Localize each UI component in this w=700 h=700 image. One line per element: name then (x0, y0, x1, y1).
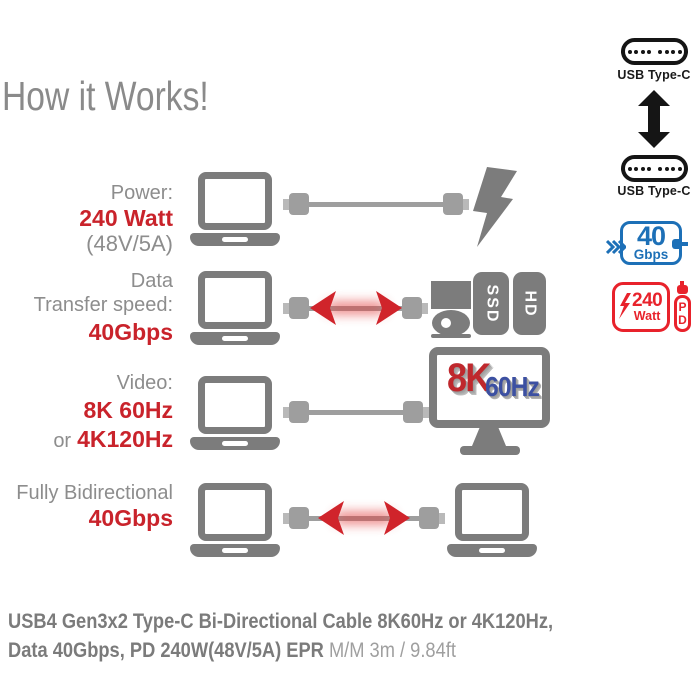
connector-pins-right (658, 49, 688, 54)
video-label: Video: (116, 372, 173, 394)
monitor-icon: 8K 60Hz (429, 347, 550, 428)
speed-chevrons-icon (606, 239, 626, 255)
power-sub: (48V/5A) (86, 231, 173, 256)
laptop-icon (190, 172, 280, 246)
badge-40-value: 40 (636, 221, 666, 251)
laptop-icon (190, 483, 280, 557)
bidirectional-label: Fully Bidirectional (16, 482, 173, 504)
power-value: 240 Watt (79, 205, 173, 231)
page-title: How it Works! (2, 73, 209, 119)
monitor-stand-neck (472, 428, 506, 446)
description-line2-light: M/M 3m / 9.84ft (328, 637, 456, 662)
product-description: USB4 Gen3x2 Type-C Bi-Directional Cable … (8, 609, 554, 668)
usb-type-c-connector-icon (621, 155, 688, 182)
red-glow (326, 303, 386, 313)
arrow-right-icon (376, 291, 402, 325)
connector-pins-right (658, 166, 688, 171)
arrow-left-icon (310, 291, 336, 325)
usb-cable-icon (283, 401, 429, 423)
usb-type-c-connector-icon (621, 38, 688, 65)
description-line2: Data 40Gbps, PD 240W(48V/5A) EPR M/M 3m … (8, 637, 553, 662)
screen-8k-text: 8K (447, 356, 491, 400)
pd-letters: P D (674, 295, 691, 332)
data-value: 40Gbps (88, 319, 173, 345)
video-alt-resolution: 4K120Hz (77, 426, 173, 452)
bidirectional-value: 40Gbps (88, 505, 173, 531)
usb-type-c-label-bottom: USB Type-C (617, 184, 691, 198)
badge-240-unit: Watt (633, 309, 661, 324)
connector-pins-left (621, 166, 651, 171)
arrow-left-icon (318, 501, 344, 535)
data-transfer-arrows-icon (318, 501, 410, 535)
optical-drive-icon (431, 281, 471, 338)
pd-letter-d: D (678, 312, 687, 327)
data-label-line1: Data (130, 270, 173, 292)
pd-letter-p: P (678, 299, 687, 314)
laptop-icon (190, 376, 280, 450)
cable-plug-icon (672, 239, 688, 249)
bidirectional-arrow-icon (638, 90, 670, 148)
video-value: 8K 60Hz (83, 397, 173, 423)
ssd-label: SSD (483, 284, 500, 323)
red-glow (334, 513, 394, 523)
data-transfer-arrows-icon (310, 291, 402, 325)
video-alt-prefix: or (53, 430, 72, 452)
badge-40-unit: Gbps (633, 246, 669, 262)
hd-label: HD (521, 289, 539, 318)
power-lightning-bolt-icon (473, 167, 517, 247)
connector-pins-left (621, 49, 651, 54)
240watt-pd-badge-icon: 240 Watt P D (612, 281, 691, 332)
40gbps-badge-icon: 40 Gbps (606, 221, 688, 265)
lightning-bolt-small-icon (619, 293, 631, 319)
usb-cable-icon (283, 193, 469, 215)
pd-plug-icon (677, 281, 688, 294)
hd-drive-icon: HD (513, 272, 546, 335)
usb-type-c-label-top: USB Type-C (617, 68, 691, 82)
power-label: Power: (110, 182, 173, 204)
arrow-right-icon (384, 501, 410, 535)
badge-240-value: 240 (632, 290, 663, 312)
laptop-icon (190, 271, 280, 345)
laptop-icon (447, 483, 537, 557)
description-line1: USB4 Gen3x2 Type-C Bi-Directional Cable … (8, 609, 554, 633)
description-line2-bold: Data 40Gbps, PD 240W(48V/5A) EPR (8, 637, 324, 662)
monitor-stand-base (460, 446, 520, 455)
video-alt-value: or 4K120Hz (53, 426, 173, 452)
ssd-drive-icon: SSD (473, 272, 509, 335)
screen-60hz-text: 60Hz (485, 371, 540, 402)
240watt-box: 240 Watt (612, 282, 670, 332)
data-label-line2: Transfer speed: (33, 294, 173, 316)
